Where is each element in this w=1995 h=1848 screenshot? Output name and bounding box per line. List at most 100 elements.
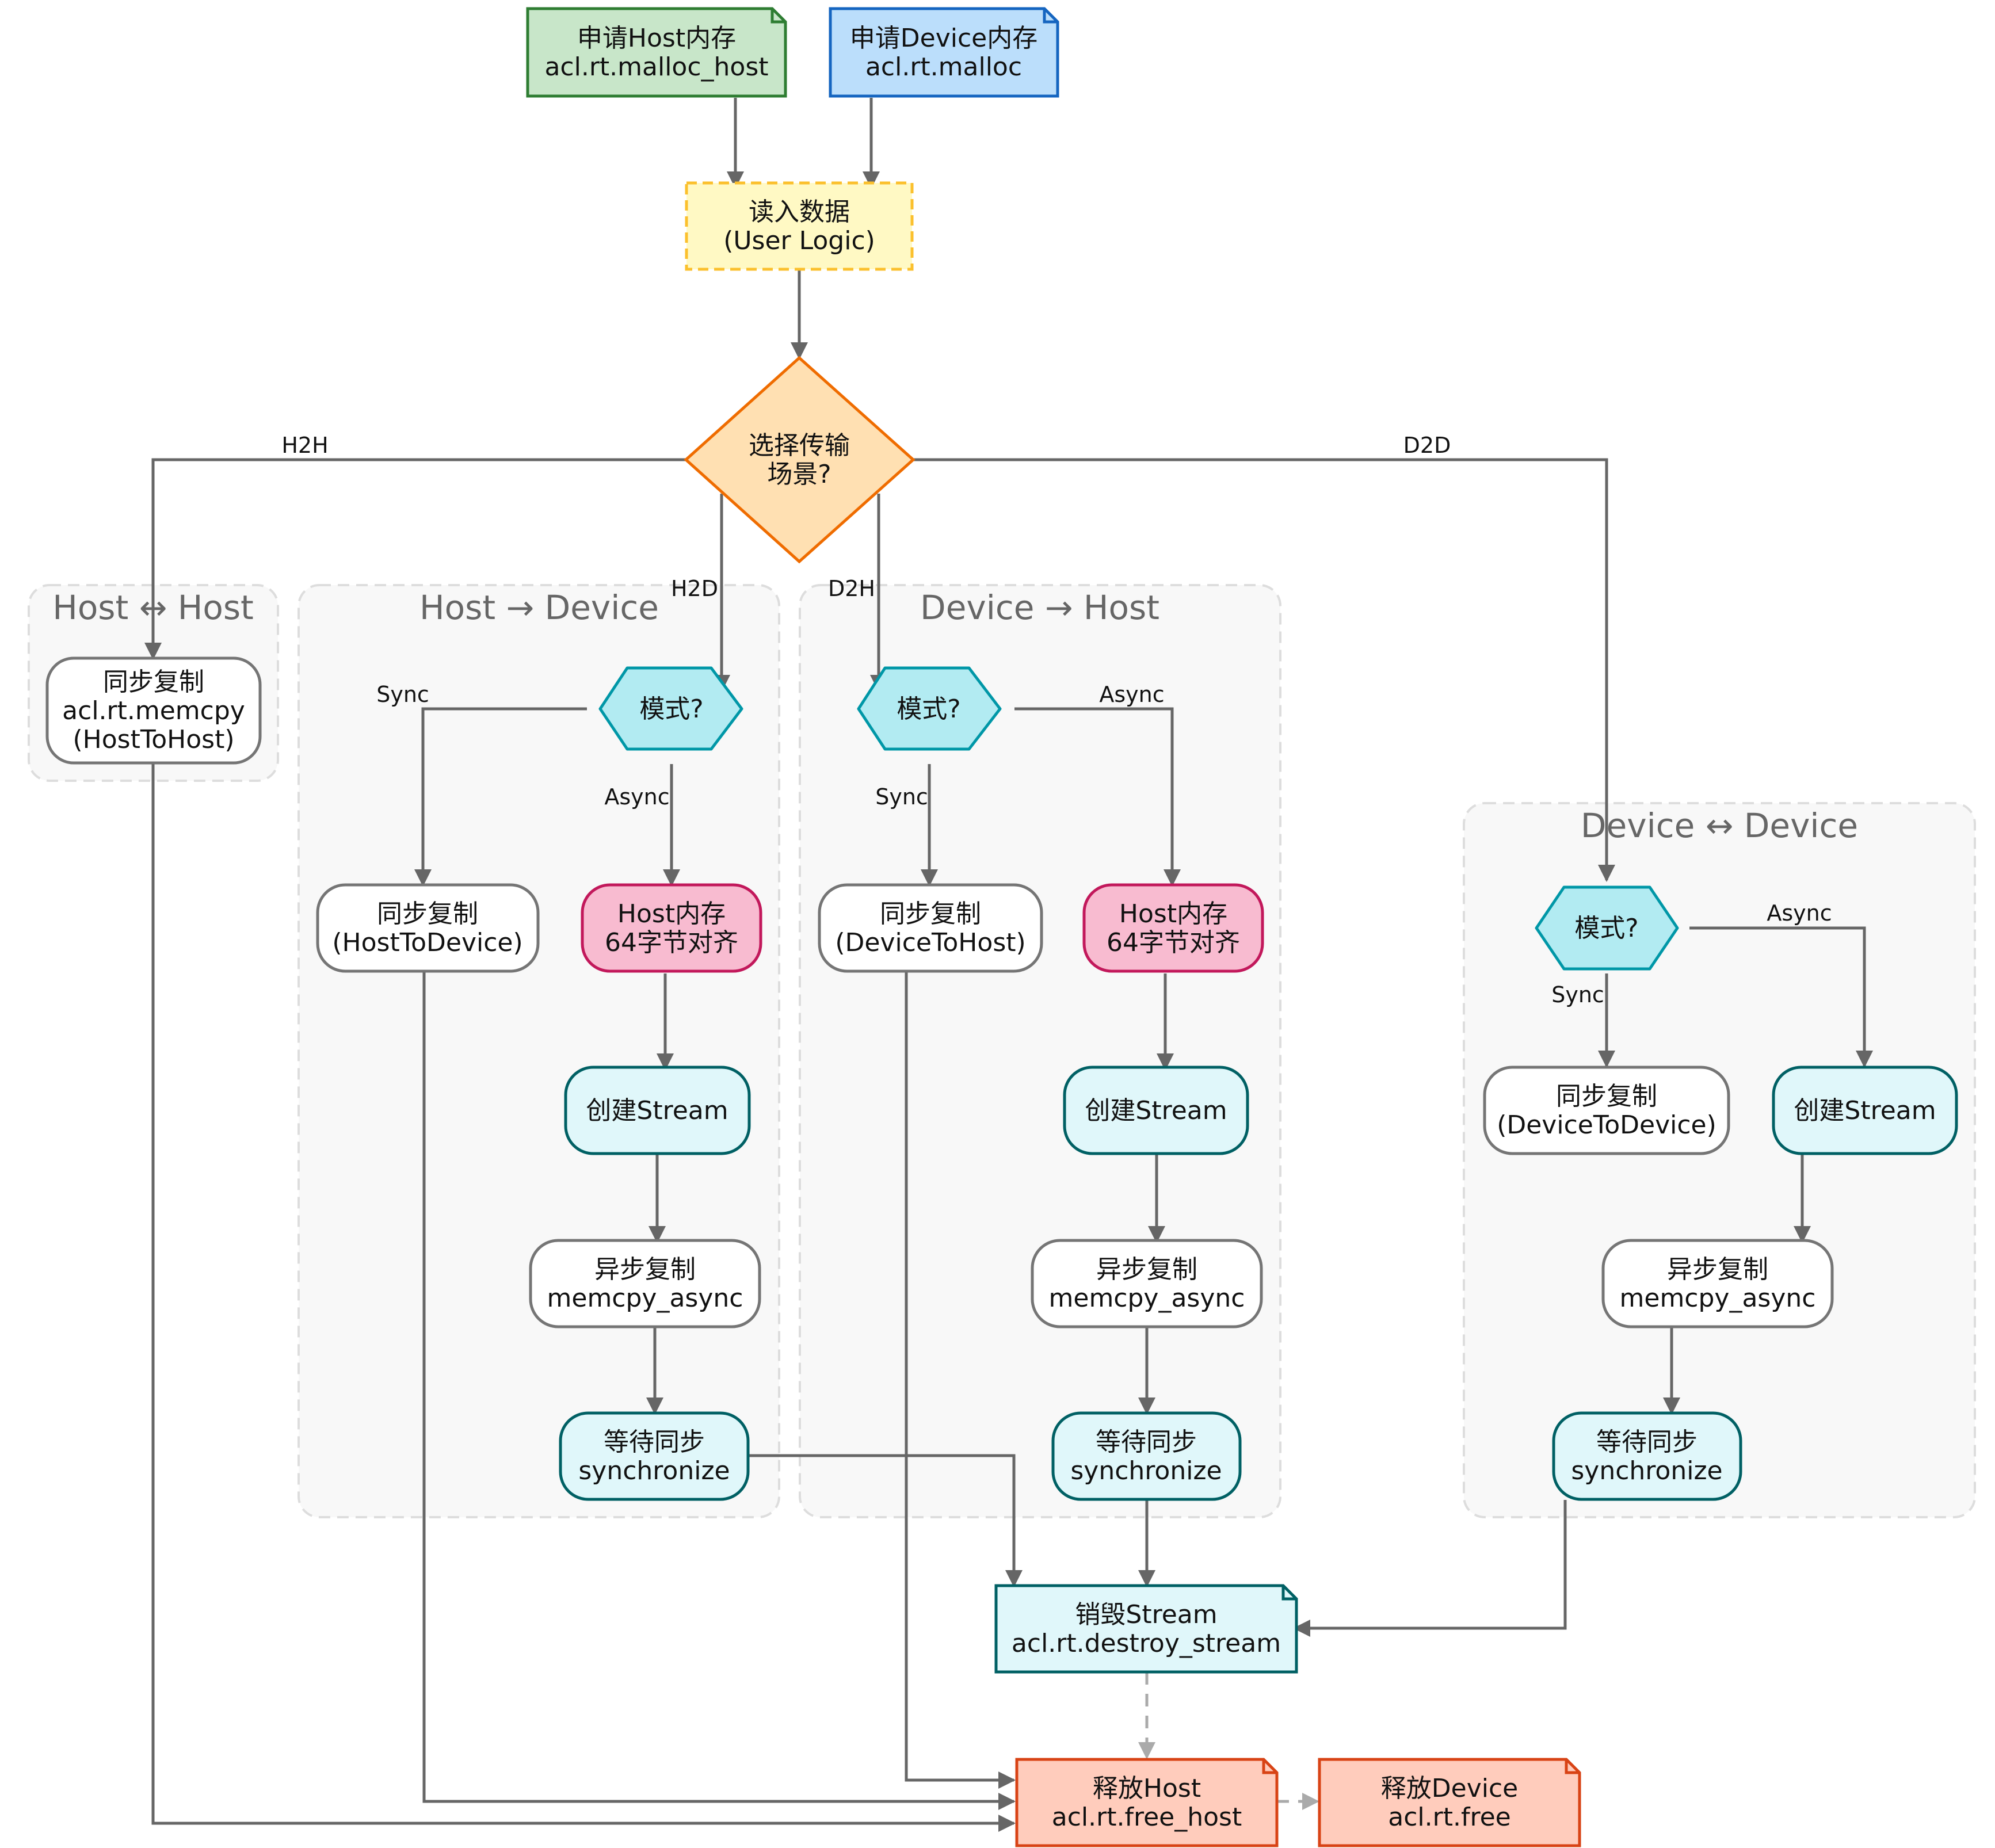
node-label-line: 读入数据: [749, 197, 850, 227]
edges: [144, 98, 1873, 1832]
node-label-line: acl.rt.malloc: [865, 52, 1022, 82]
node-label-line: 选择传输: [749, 431, 850, 460]
node-label-line: 创建Stream: [1794, 1096, 1936, 1125]
node-label-line: 创建Stream: [586, 1096, 728, 1125]
node-label-line: 异步复制: [1667, 1255, 1768, 1284]
node-label-line: 模式?: [1574, 914, 1638, 943]
edge-d2d: [913, 458, 1615, 882]
node-label-line: 等待同步: [1596, 1427, 1698, 1457]
node-d2h-stream: 创建Stream: [1063, 1066, 1249, 1155]
edge-label-h2h: H2H: [281, 433, 328, 458]
node-label-line: 同步复制: [103, 667, 204, 697]
node-label-line: memcpy_async: [547, 1284, 743, 1313]
cluster-title: Device ↔ Device: [1581, 806, 1858, 845]
edge-label-d2h-async: Async: [1099, 682, 1164, 707]
node-h2d-sync: 同步复制(HostToDevice): [316, 883, 540, 973]
node-d2h-mode: 模式?: [857, 666, 1002, 751]
node-label-line: 销毁Stream: [1075, 1600, 1217, 1629]
node-label-line: 同步复制: [1556, 1082, 1657, 1111]
node-label-line: 64字节对齐: [605, 928, 738, 957]
node-d2h-mode-label: 模式?: [897, 694, 960, 724]
node-d2d-sync-label: 同步复制(DeviceToDevice): [1497, 1082, 1716, 1140]
node-label-line: synchronize: [578, 1456, 730, 1486]
edge-labels: H2H H2D D2H D2D Sync Async Sync Async Sy…: [281, 433, 1832, 1007]
node-d2d-mode-label: 模式?: [1574, 914, 1638, 943]
edge-h2d-sync: [414, 707, 587, 887]
node-d2h-stream-label: 创建Stream: [1085, 1096, 1227, 1125]
edge-label-d2h-sync: Sync: [875, 784, 928, 810]
node-label-line: 模式?: [897, 694, 960, 724]
node-label-line: 创建Stream: [1085, 1096, 1227, 1125]
node-h2d-sync-label: 同步复制(HostToDevice): [332, 899, 522, 957]
cluster-title: Host → Device: [419, 588, 659, 627]
node-label-line: 申请Device内存: [850, 24, 1037, 53]
node-label-line: acl.rt.destroy_stream: [1012, 1629, 1281, 1658]
node-d2h-sync-label: 同步复制(DeviceToHost): [835, 899, 1025, 957]
edge-h2d-sync-to-free-host: [422, 971, 1016, 1810]
edge-label-d2d: D2D: [1403, 433, 1451, 458]
node-label-line: 同步复制: [880, 899, 981, 929]
node-label-line: 异步复制: [1096, 1255, 1197, 1284]
node-d2d-stream: 创建Stream: [1772, 1066, 1958, 1155]
node-label-line: (DeviceToHost): [835, 928, 1025, 957]
node-label-line: 异步复制: [594, 1255, 696, 1284]
node-h2d-stream: 创建Stream: [564, 1066, 751, 1155]
edge-label-h2d-async: Async: [604, 784, 669, 810]
node-read-data: 读入数据(User Logic): [685, 181, 914, 271]
node-choose-scene: 选择传输场景?: [684, 356, 916, 564]
node-label-line: (HostToDevice): [332, 928, 522, 957]
node-h2d-stream-label: 创建Stream: [586, 1096, 728, 1125]
edge-label-d2h: D2H: [828, 576, 875, 601]
node-h2d-mode-label: 模式?: [639, 694, 703, 724]
edge-d2d-wait-to-destroy: [1293, 1500, 1567, 1637]
edge-label-d2d-async: Async: [1767, 900, 1832, 926]
node-label-line: acl.rt.memcpy: [62, 696, 245, 726]
node-d2h-sync: 同步复制(DeviceToHost): [818, 883, 1043, 973]
node-read-data-label: 读入数据(User Logic): [723, 197, 875, 255]
node-label-line: 模式?: [639, 694, 703, 724]
node-label-line: 释放Host: [1093, 1774, 1201, 1803]
edge-d2d-async: [1689, 926, 1873, 1068]
node-label-line: acl.rt.malloc_host: [544, 52, 768, 82]
edge-label-h2d-sync: Sync: [376, 682, 429, 707]
node-label-line: (DeviceToDevice): [1497, 1110, 1716, 1140]
node-d2d-mode: 模式?: [1535, 885, 1679, 971]
node-label-line: Host内存: [617, 899, 726, 929]
cluster-title: Device → Host: [920, 588, 1159, 627]
edge-d2h-sync-to-free-host: [905, 971, 1016, 1789]
node-label-line: memcpy_async: [1049, 1284, 1245, 1313]
cluster-device-device: Device ↔ Device: [1463, 802, 1976, 1518]
node-h2d-mode: 模式?: [598, 666, 743, 751]
node-label-line: memcpy_async: [1620, 1284, 1816, 1313]
node-label-line: 等待同步: [604, 1427, 705, 1457]
node-label-line: 同步复制: [377, 899, 478, 929]
node-label-line: synchronize: [1070, 1456, 1222, 1486]
node-d2d-sync: 同步复制(DeviceToDevice): [1483, 1066, 1730, 1155]
node-label-line: 64字节对齐: [1107, 928, 1240, 957]
edge-d2h-async: [1014, 707, 1181, 887]
node-d2d-stream-label: 创建Stream: [1794, 1096, 1936, 1125]
edge-h2h-to-free-host: [151, 764, 1016, 1832]
node-choose-scene-label: 选择传输场景?: [749, 431, 850, 489]
node-label-line: 释放Device: [1381, 1774, 1518, 1803]
